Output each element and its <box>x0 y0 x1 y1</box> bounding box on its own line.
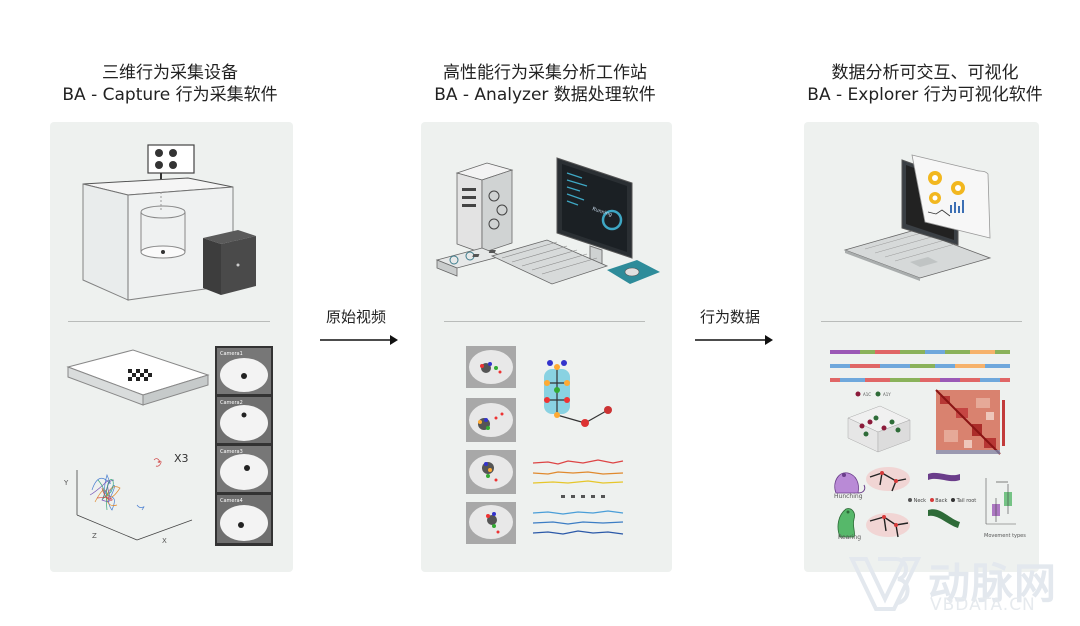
back-marker-icon <box>929 498 934 502</box>
pose-frame-1 <box>466 346 516 388</box>
capture-title-line2: BA - Capture 行为采集软件 <box>62 85 278 105</box>
camera-1-label: Camera1 <box>220 351 243 357</box>
legend-back: Back <box>935 498 948 504</box>
pose-frame-4 <box>466 502 516 544</box>
neck-marker-icon <box>908 498 912 502</box>
label-rearing: Rearing <box>838 534 862 541</box>
watermark-cn: 动脉网 <box>928 559 1058 608</box>
arrow-label-behavior-data: 行为数据 <box>699 308 760 326</box>
camera-4-label: Camera4 <box>220 498 243 504</box>
scatter-3d-plot: A1C A1Y <box>847 391 911 453</box>
laptop-illustration <box>843 154 992 281</box>
capture-divider <box>68 321 270 322</box>
capture-enclosure-illustration <box>82 144 256 301</box>
behavior-rearing <box>837 508 855 538</box>
column-title-analyzer: 高性能行为采集分析工作站 BA - Analyzer 数据处理软件 <box>410 62 680 106</box>
pose-skeleton-diagram <box>544 360 612 427</box>
camera-view-4: Camera4 <box>217 495 271 543</box>
column-title-explorer: 数据分析可交互、可视化 BA - Explorer 行为可视化软件 <box>780 62 1070 106</box>
pose-glow-skeletons <box>866 467 910 538</box>
behavior-hunching <box>834 472 866 494</box>
legend-neck: Neck <box>913 498 927 504</box>
camera-views: Camera1 Camera2 Camera3 Camera4 <box>215 346 273 546</box>
label-hunching: Hunching <box>834 493 863 500</box>
trajectory-3d-plot: X3 Y X Z <box>63 452 193 545</box>
arrow-right-icon <box>320 335 398 345</box>
ethogram-bars <box>830 350 1010 382</box>
arrow-right-icon <box>695 335 773 345</box>
axis-y-label: Y <box>63 479 69 487</box>
tail-marker-icon <box>950 498 955 502</box>
label-movement-types: Movement types <box>984 533 1026 539</box>
camera-view-1: Camera1 <box>217 348 271 394</box>
camera-2-label: Camera2 <box>220 400 243 406</box>
camera-view-3: Camera3 <box>217 446 271 492</box>
vbdata-logo-icon <box>848 557 922 611</box>
column-title-capture: 三维行为采集设备 BA - Capture 行为采集软件 <box>40 62 300 106</box>
watermark-en: VBDATA.CN <box>930 595 1036 615</box>
camera-3-label: Camera3 <box>220 449 243 455</box>
analyzer-divider <box>444 321 645 322</box>
keypoint-timeseries <box>532 459 624 535</box>
correlation-heatmap <box>935 389 1005 455</box>
explorer-divider <box>821 321 1022 322</box>
behavior-ribbons <box>928 472 960 528</box>
explorer-title-line2: BA - Explorer 行为可视化软件 <box>807 85 1043 105</box>
scatter-legend-b: A1Y <box>883 392 891 397</box>
calibration-board-illustration <box>66 349 210 406</box>
analyzer-title-line2: BA - Analyzer 数据处理软件 <box>434 85 656 105</box>
capture-title-line1: 三维行为采集设备 <box>102 63 238 83</box>
pose-frame-2 <box>466 398 516 442</box>
keypoint-legend: Neck Back Tail root <box>908 498 976 504</box>
pose-frame-3 <box>466 450 516 494</box>
movement-boxplot <box>985 478 1016 525</box>
pose-thumbnails <box>466 346 518 544</box>
scatter-legend-a: A1C <box>863 392 871 397</box>
axis-z-label: Z <box>92 532 97 540</box>
explorer-title-line1: 数据分析可交互、可视化 <box>831 63 1019 83</box>
camera-view-2: Camera2 <box>217 397 271 443</box>
workstation-illustration: Running <box>435 157 660 285</box>
arrow-label-raw-video: 原始视频 <box>325 308 386 326</box>
legend-tail-root: Tail root <box>956 498 977 504</box>
plot-label: X3 <box>174 452 189 465</box>
axis-x-label: X <box>162 537 167 545</box>
analyzer-title-line1: 高性能行为采集分析工作站 <box>443 63 647 83</box>
